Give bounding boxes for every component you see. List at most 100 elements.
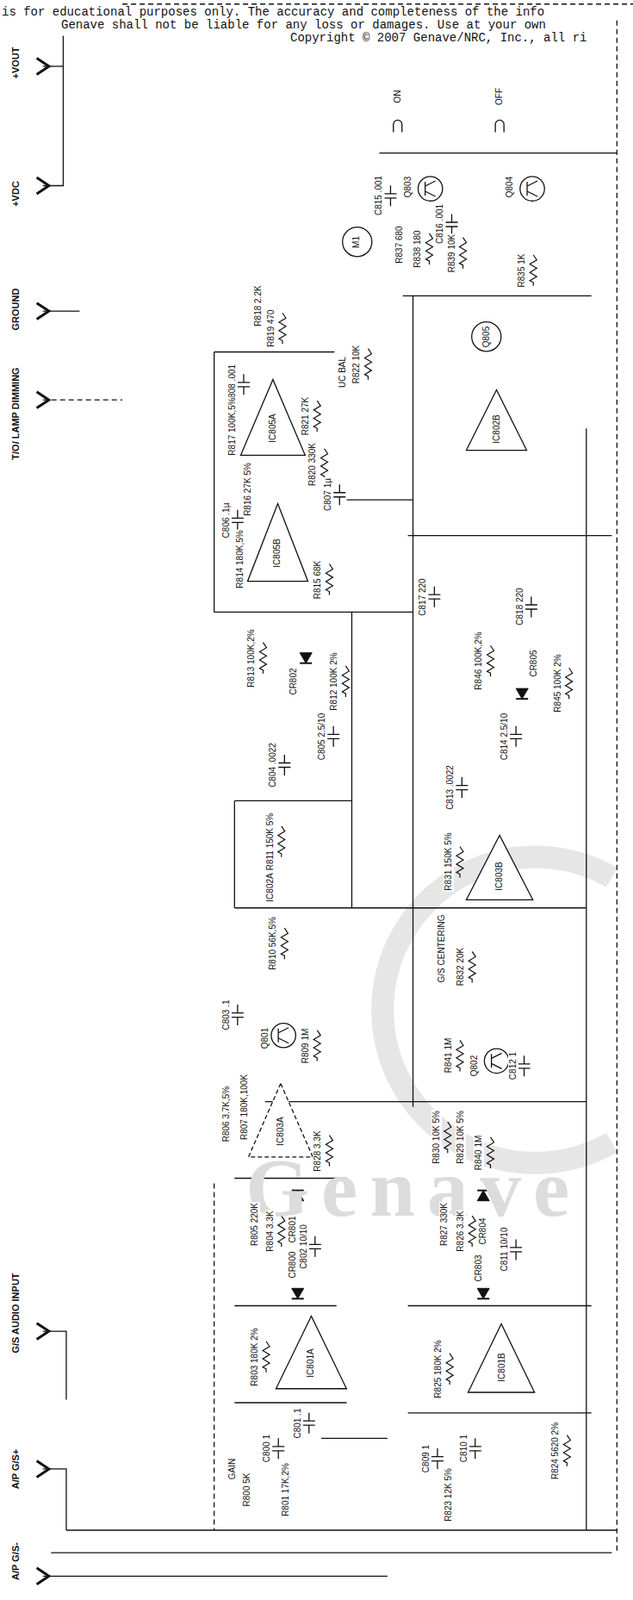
part-label: IC801B xyxy=(496,1352,508,1381)
transistor-symbol xyxy=(484,1048,509,1073)
wire xyxy=(122,3,633,5)
op-amp-triangle: IC802B xyxy=(465,389,528,451)
capacitor-symbol xyxy=(333,484,346,505)
resistor-symbol xyxy=(278,1215,286,1247)
component-label: C800 1 xyxy=(261,1433,273,1463)
wire xyxy=(321,1437,388,1439)
logo-swoosh xyxy=(382,856,612,1163)
component-label: C811 10/10 xyxy=(499,1226,510,1273)
wire xyxy=(43,65,64,67)
component-label: R840 1M xyxy=(473,1134,485,1172)
component-label: C810 1 xyxy=(459,1433,470,1463)
component-label: C816 .001 xyxy=(434,203,446,245)
resistor-symbol xyxy=(313,1030,321,1062)
component-label: R841 1M xyxy=(443,1036,454,1074)
connector-symbol xyxy=(37,1567,50,1584)
wire xyxy=(265,1100,587,1102)
wire xyxy=(234,1177,347,1179)
op-amp-outline xyxy=(241,379,306,456)
disclaimer-text: is for educational purposes only. The ac… xyxy=(1,5,545,19)
component-label: CR804 xyxy=(477,1216,489,1246)
capacitor-symbol xyxy=(272,1437,285,1459)
diode-symbol xyxy=(477,1287,490,1298)
component-label: R831 150K 5% xyxy=(443,831,454,892)
resistor-symbol xyxy=(446,1352,454,1384)
transistor-symbol xyxy=(417,176,442,201)
component-label: C801 .1 xyxy=(292,1406,304,1439)
capacitor-symbol xyxy=(525,595,538,617)
wire xyxy=(351,611,353,907)
resistor-symbol xyxy=(364,348,372,380)
transistor-symbol xyxy=(278,1027,289,1043)
component-label: R810 56K,5% xyxy=(267,915,279,971)
component-label: R829 10K 5% xyxy=(455,1109,466,1165)
op-amp-outline xyxy=(468,1322,535,1392)
transistor-symbol xyxy=(520,176,545,201)
component-label: R814 180K,5% xyxy=(235,528,246,589)
capacitor-symbol xyxy=(327,726,340,747)
resistor-symbol xyxy=(313,400,321,432)
component-label: C813 .0022 xyxy=(445,763,456,811)
wire xyxy=(43,1575,388,1577)
wire xyxy=(234,800,352,801)
capacitor-symbol xyxy=(231,509,244,531)
component-label: CR800 xyxy=(287,1250,298,1279)
connector-symbol xyxy=(37,303,50,320)
component-label: R811 150K 5% xyxy=(265,812,276,872)
component-label: R838 180 xyxy=(412,229,423,268)
component-label: R825 180K 2% xyxy=(433,1338,444,1398)
component-label: R804 3.3K xyxy=(265,1209,276,1252)
part-label: Q805 xyxy=(481,325,492,347)
wire xyxy=(408,534,613,536)
resistor-symbol xyxy=(487,645,495,677)
wire xyxy=(403,295,592,297)
part-label: M1 xyxy=(351,235,362,249)
part-label: IC801A xyxy=(305,1347,317,1377)
component-label: R837 680 xyxy=(394,224,405,264)
wire xyxy=(378,152,617,154)
op-amp-outline xyxy=(248,1083,313,1157)
component-label: R801 17K,2% xyxy=(280,1461,292,1517)
resistor-symbol xyxy=(459,237,467,269)
component-label: C805 2.5/10 xyxy=(316,712,328,762)
resistor-symbol xyxy=(321,448,329,480)
component-label: UC BAL xyxy=(337,355,348,389)
transistor-symbol xyxy=(425,180,436,197)
component-label: C812 1 xyxy=(508,1050,519,1080)
resistor-symbol xyxy=(529,254,537,286)
component-label: R835 1K xyxy=(516,252,528,288)
op-amp-triangle: IC801A xyxy=(275,1315,348,1389)
resistor-symbol xyxy=(563,1434,571,1466)
wire xyxy=(234,1401,347,1403)
wire xyxy=(43,398,123,400)
component-label: R815 68K xyxy=(312,558,323,599)
component-label: R803 180K 2% xyxy=(249,1326,261,1386)
component-label: R805 220K xyxy=(249,1201,261,1247)
part-label: IC805A xyxy=(267,414,279,443)
op-amp-triangle: IC803B xyxy=(465,834,534,900)
resistor-symbol xyxy=(325,564,333,596)
connector-label: GROUND xyxy=(9,286,21,331)
connector-symbol xyxy=(37,1322,50,1340)
component-label: OFF xyxy=(494,86,505,106)
meter-circle: M1 xyxy=(341,226,373,258)
component-label: R826 3.3K xyxy=(455,1209,466,1252)
component-label: Q801 xyxy=(260,1026,271,1049)
op-amp-outline xyxy=(466,834,534,900)
resistor-symbol xyxy=(487,1136,495,1168)
component-label: C817 220 xyxy=(417,577,429,616)
wire xyxy=(213,1182,215,1530)
component-label: CR805 xyxy=(528,648,540,677)
component-label: C815 .001 xyxy=(373,174,385,217)
wire xyxy=(412,295,414,1106)
connector-symbol xyxy=(37,177,50,194)
capacitor-symbol xyxy=(518,1055,531,1076)
component-label: R839 10K xyxy=(446,232,458,273)
component-label: R821 27K xyxy=(300,396,311,436)
op-amp-triangle: IC805B xyxy=(247,502,309,582)
capacitor-symbol xyxy=(303,1412,316,1434)
component-label: Q803 xyxy=(403,174,414,198)
resistor-symbol xyxy=(444,1121,452,1153)
component-label: C807 1µ xyxy=(322,477,334,512)
resistor-symbol xyxy=(280,927,288,959)
